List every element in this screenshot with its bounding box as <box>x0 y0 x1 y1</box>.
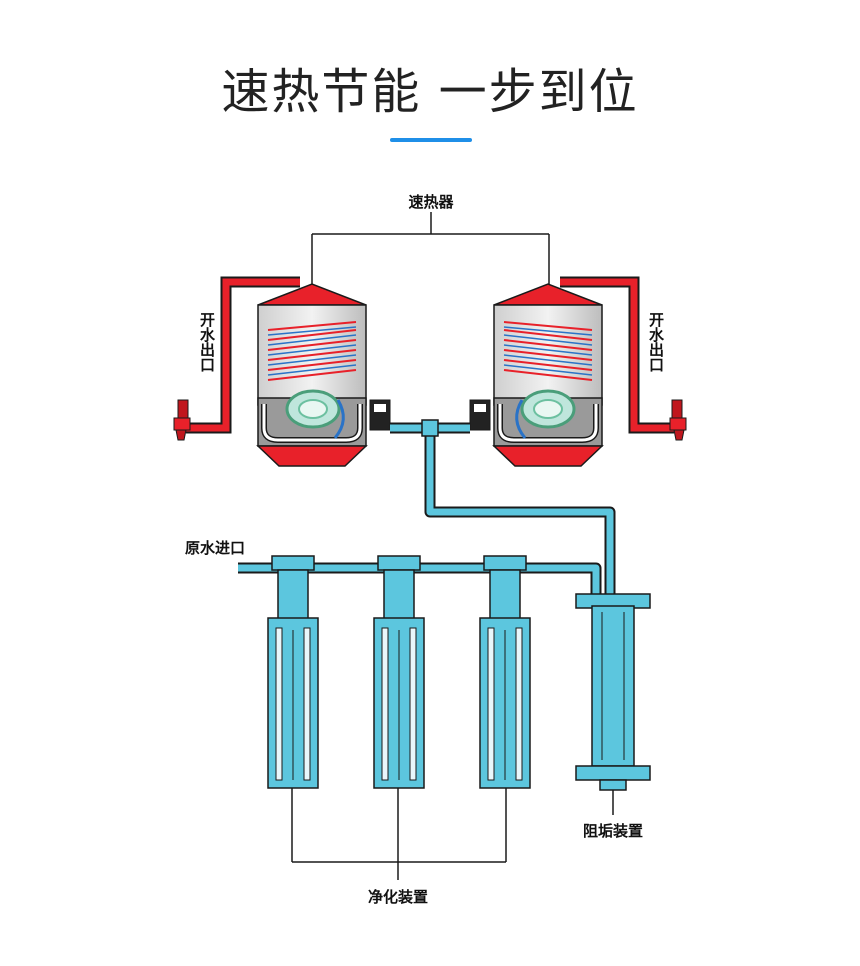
heating-coil-right <box>503 321 593 381</box>
heater-callout <box>311 212 550 300</box>
filter-3 <box>479 555 531 789</box>
scale-inhibitor-device <box>575 593 651 791</box>
heater-left <box>173 276 391 467</box>
raw-inlet-label: 原水进口 <box>185 539 245 557</box>
faucet-right-icon <box>669 399 687 441</box>
filter-2 <box>373 555 425 789</box>
hot-outlet-label-right: 开水出口 <box>647 312 665 372</box>
scale-device-label: 阻垢装置 <box>583 822 643 840</box>
hot-outlet-label-left: 开水出口 <box>198 312 216 372</box>
purify-callout <box>291 788 507 880</box>
heating-coil-left <box>267 321 357 381</box>
filter-1 <box>267 555 319 789</box>
page-title: 速热节能 一步到位 <box>221 64 639 120</box>
heater-label: 速热器 <box>408 193 454 211</box>
purify-device-label: 净化装置 <box>368 888 428 906</box>
title-underline <box>390 138 472 142</box>
faucet-left-icon <box>173 399 191 441</box>
water-supply-pipes <box>238 419 616 595</box>
heater-right <box>469 276 687 467</box>
